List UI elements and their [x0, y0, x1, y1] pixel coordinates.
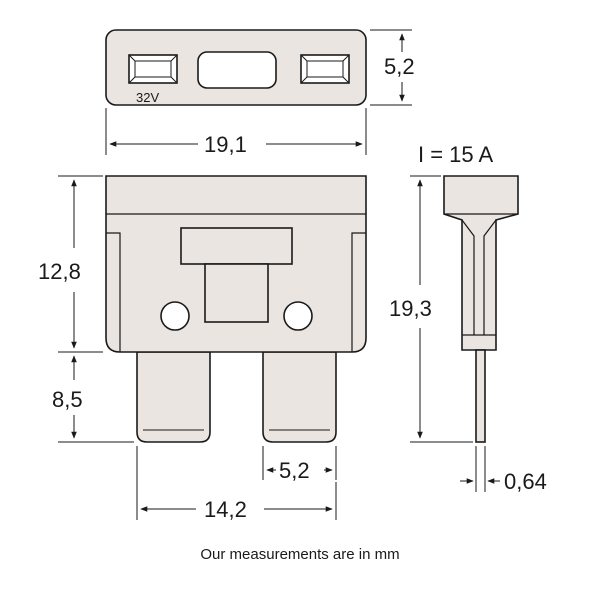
dim-blade-thickness [460, 446, 500, 492]
top-center-window [197, 51, 277, 89]
fuse-top-view [105, 29, 367, 106]
fuse-front-view [105, 175, 367, 443]
dim-blade-span [136, 446, 337, 520]
right-blade [262, 351, 337, 443]
dim-blade-span-label: 14,2 [204, 497, 247, 522]
top-right-contact [300, 54, 350, 84]
left-test-hole [160, 301, 190, 331]
dim-top-height-label: 5,2 [384, 54, 415, 79]
side-blade [475, 349, 486, 443]
dim-body-height-label: 12,8 [38, 259, 81, 284]
dim-overall-height-label: 19,3 [389, 296, 432, 321]
dim-left-vertical [58, 175, 134, 443]
front-window-top [180, 227, 293, 265]
current-rating-label: I = 15 A [418, 142, 494, 167]
left-blade [136, 351, 211, 443]
side-head [443, 175, 519, 351]
dim-blade-width [262, 446, 337, 480]
dim-total-width [105, 108, 367, 155]
dim-overall-height [410, 175, 473, 443]
fuse-side-view [443, 175, 519, 443]
dim-blade-length-label: 8,5 [52, 387, 83, 412]
rating-label: 32V [136, 90, 159, 105]
front-window-stem [204, 263, 269, 323]
dim-top-height [370, 29, 412, 106]
dim-blade-thickness-label: 0,64 [504, 469, 547, 494]
measurement-caption: Our measurements are in mm [200, 546, 400, 563]
dim-blade-width-label: 5,2 [279, 458, 310, 483]
top-left-contact [128, 54, 178, 84]
right-test-hole [283, 301, 313, 331]
dim-total-width-label: 19,1 [204, 132, 247, 157]
